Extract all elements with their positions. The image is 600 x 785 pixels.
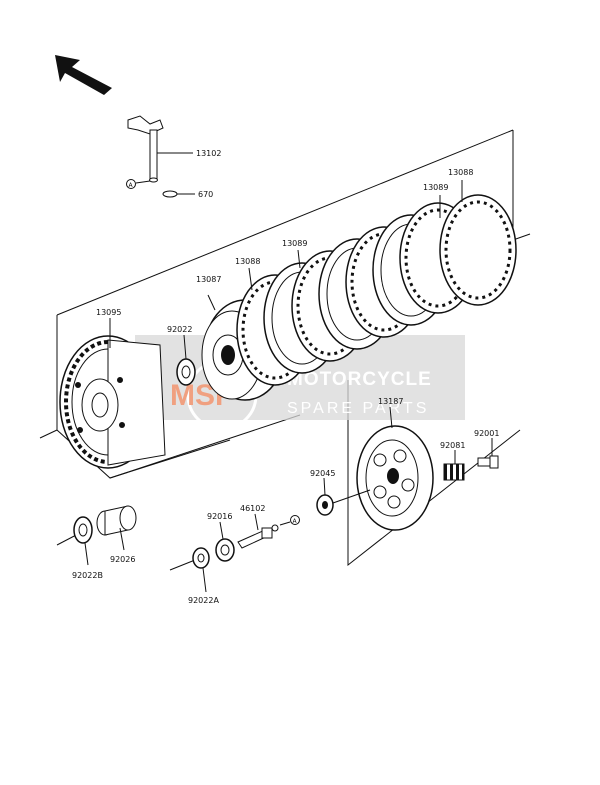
label-92022b: 92022B [72, 571, 103, 580]
label-13102: 13102 [196, 149, 221, 158]
bearing-92045 [316, 477, 371, 516]
nut-92016 [215, 521, 235, 562]
label-92016: 92016 [207, 512, 232, 521]
label-92022: 92022 [167, 325, 192, 334]
label-13087: 13087 [196, 275, 221, 284]
label-92022a: 92022A [188, 596, 219, 605]
front-direction-arrow-icon [55, 55, 112, 95]
svg-text:A: A [129, 182, 134, 189]
pressure-plate-13187 [356, 406, 434, 531]
push-rod-46102 [237, 513, 291, 549]
plate-stack [236, 180, 517, 386]
ref-a-marker-bottom: A [290, 515, 300, 525]
bolt-92001 [477, 438, 499, 469]
washer-92022 [176, 334, 196, 386]
oring-670 [162, 190, 195, 198]
label-92081: 92081 [440, 441, 465, 450]
label-92001: 92001 [474, 429, 499, 438]
label-13089-left: 13089 [282, 239, 307, 248]
label-13088-left: 13088 [235, 257, 260, 266]
label-13089-right: 13089 [423, 183, 448, 192]
clutch-housing-13095 [59, 318, 166, 469]
washer-92022a [192, 547, 210, 593]
label-670: 670 [198, 190, 213, 199]
washer-92022b [73, 516, 93, 566]
label-13095: 13095 [96, 308, 121, 317]
watermark-line2: SPARE PARTS [287, 400, 429, 417]
label-13187: 13187 [378, 397, 403, 406]
label-46102: 46102 [240, 504, 265, 513]
label-92026: 92026 [110, 555, 135, 564]
svg-text:A: A [293, 518, 298, 525]
watermark-line1: MOTORCYCLE [287, 369, 432, 390]
ref-a-marker-top: A [126, 179, 151, 189]
collar-92026 [96, 505, 137, 551]
release-lever-shaft [127, 115, 193, 183]
label-13088-right: 13088 [448, 168, 473, 177]
spring-92081 [443, 450, 465, 481]
label-92045: 92045 [310, 469, 335, 478]
